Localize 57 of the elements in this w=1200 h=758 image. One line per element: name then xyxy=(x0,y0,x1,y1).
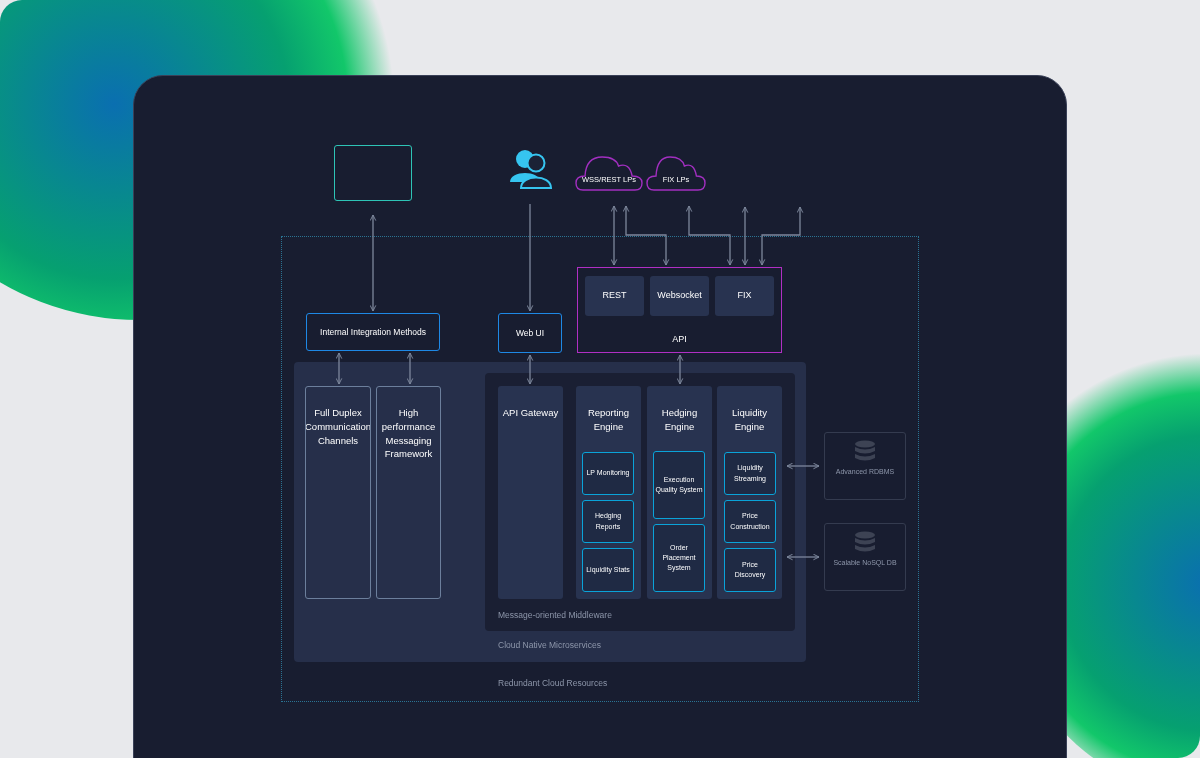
engine-column xyxy=(717,386,782,599)
connector-arrow xyxy=(741,206,749,266)
service-box xyxy=(582,452,634,495)
cloud-shape xyxy=(575,154,643,192)
node-label: Internal Integration Methods xyxy=(319,325,427,339)
engine-column xyxy=(647,386,712,599)
service-box xyxy=(724,452,776,495)
dotted-region xyxy=(281,236,919,702)
user-icon xyxy=(508,148,554,190)
service-box xyxy=(724,500,776,543)
database-box xyxy=(824,523,906,591)
empty-box xyxy=(334,145,412,201)
connector-arrow xyxy=(610,205,618,266)
column-heading: Reporting Engine xyxy=(586,406,631,434)
api-group-box xyxy=(577,267,782,353)
protocol-box xyxy=(715,276,774,316)
column-heading: Hedging Engine xyxy=(660,406,699,434)
service-box xyxy=(653,524,705,592)
connector-arrow xyxy=(786,462,820,470)
column-heading: API Gateway xyxy=(501,406,560,420)
region-label: Cloud Native Microservices xyxy=(498,640,601,650)
service-box xyxy=(653,451,705,519)
microservices-panel xyxy=(294,362,806,662)
node-label: API xyxy=(671,334,688,344)
connector-arrow xyxy=(369,214,377,312)
database-box xyxy=(824,432,906,500)
protocol-box xyxy=(585,276,644,316)
column-heading: High performance Messaging Framework xyxy=(380,406,437,462)
middleware-panel xyxy=(485,373,795,631)
node-label: REST xyxy=(601,289,628,303)
connector-arrow xyxy=(526,203,534,312)
node-label: Web UI xyxy=(514,326,546,340)
node-label: Websocket xyxy=(656,289,703,303)
protocol-box xyxy=(650,276,709,316)
region-label: Message-oriented Middleware xyxy=(498,610,612,620)
region-label: Redundant Cloud Resources xyxy=(498,678,608,688)
engine-column xyxy=(576,386,641,599)
process-box xyxy=(306,313,440,351)
connector-arrow xyxy=(526,354,534,385)
service-box xyxy=(582,500,634,543)
column-box xyxy=(376,386,441,599)
process-box xyxy=(498,313,562,353)
connector-arrow xyxy=(786,553,820,561)
service-box xyxy=(724,548,776,592)
column-heading: Liquidity Engine xyxy=(731,406,768,434)
connector-arrow xyxy=(335,352,343,385)
node-label: FIX xyxy=(736,289,753,303)
column-heading: Full Duplex Communication Channels xyxy=(304,406,372,448)
cloud-shape xyxy=(646,154,706,192)
column-box xyxy=(498,386,563,599)
connector-arrow xyxy=(685,205,734,266)
connector-arrow xyxy=(406,352,414,385)
service-box xyxy=(582,548,634,592)
connector-arrow xyxy=(758,206,804,266)
connector-arrow xyxy=(676,354,684,385)
column-box xyxy=(305,386,371,599)
connector-arrow xyxy=(622,205,670,266)
